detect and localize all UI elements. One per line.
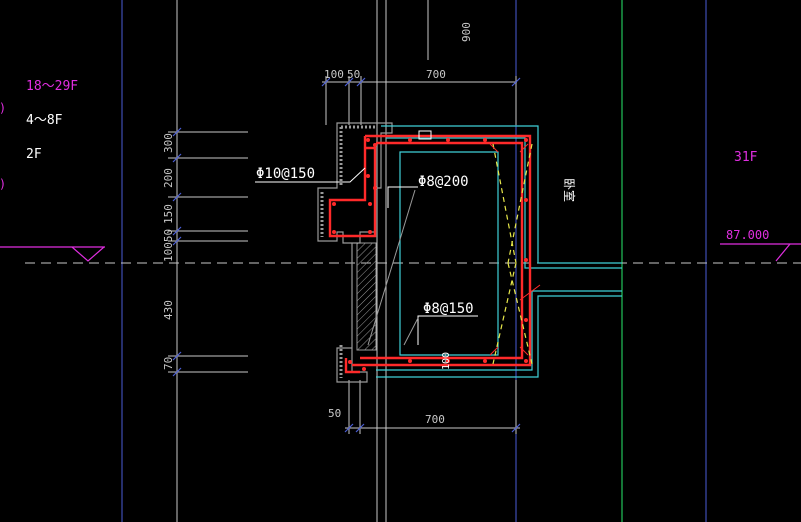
dim-left-300: 300: [162, 133, 175, 153]
cyan-inner-frame: [399, 151, 499, 356]
dim-left-70: 70: [162, 357, 175, 370]
dim-bottom-50: 50: [328, 407, 341, 420]
window-red-hatch: [489, 143, 541, 356]
bottom-dimension-ticks: [344, 423, 521, 433]
floor-label-18-29: 18～29F: [26, 79, 78, 94]
cyan-outlines: [376, 125, 622, 378]
edge-mark-2: ): [0, 177, 5, 191]
elevation-label: 87.000: [726, 228, 769, 242]
window-symbol: [492, 143, 533, 365]
dim-left-430: 430: [162, 300, 175, 320]
left-dimension-chain: [168, 131, 248, 373]
rebar-top-notch: [418, 130, 432, 140]
concrete-section: [317, 122, 393, 383]
floor-label-31: 31F: [734, 150, 758, 165]
section-hatch-area: [356, 242, 377, 351]
rebar-label-phi10-150: Φ10@150: [256, 166, 315, 182]
level-marker-left: [0, 246, 105, 262]
rebar-top-bar: [352, 134, 532, 367]
bottom-dimension-chain: [345, 380, 520, 434]
leader-phi8-150: [417, 315, 478, 345]
leader-lines: [255, 167, 478, 345]
room-label: 卧室: [562, 178, 577, 202]
floor-label-2: 2F: [26, 147, 42, 162]
cyan-outer-frame: [381, 125, 622, 264]
rebar-red: [328, 134, 532, 374]
leader-phi10-150: [255, 167, 366, 183]
section-dotted-fill: [320, 125, 376, 378]
section-outer-outline: [317, 122, 393, 383]
dim-top-50: 50: [347, 68, 360, 81]
cyan-lower-frame: [376, 295, 622, 378]
dim-left-150: 150: [162, 204, 175, 224]
dim-inner-100: 100: [441, 352, 452, 370]
top-dimension-ticks: [321, 77, 521, 87]
dim-left-200: 200: [162, 168, 175, 188]
cyan-inner-frame-2: [386, 137, 622, 269]
floor-label-4-8: 4～8F: [26, 113, 63, 128]
top-dimension-chain: [322, 28, 517, 125]
dim-top-900: 900: [460, 22, 473, 42]
dim-top-100: 100: [324, 68, 344, 81]
rebar-label-phi8-150: Φ8@150: [423, 301, 474, 317]
dim-top-700: 700: [426, 68, 446, 81]
rebar-inner-top: [360, 141, 524, 360]
dim-bottom-700: 700: [425, 413, 445, 426]
edge-mark-1: ): [0, 101, 5, 115]
rebar-dots: [332, 138, 528, 371]
rebar-left-top-stirrup: [328, 136, 377, 238]
leader-phi8-200: [387, 186, 418, 208]
rebar-bottom-hook: [344, 358, 360, 374]
cyan-inner-frame-3: [376, 290, 622, 371]
leader-diagonals: [367, 189, 419, 346]
left-dimension-ticks: [172, 127, 182, 377]
dim-left-100-50: 10050: [162, 229, 175, 262]
level-marker-right: [720, 243, 801, 262]
grid-lines: [25, 0, 801, 522]
rebar-label-phi8-200: Φ8@200: [418, 174, 469, 190]
